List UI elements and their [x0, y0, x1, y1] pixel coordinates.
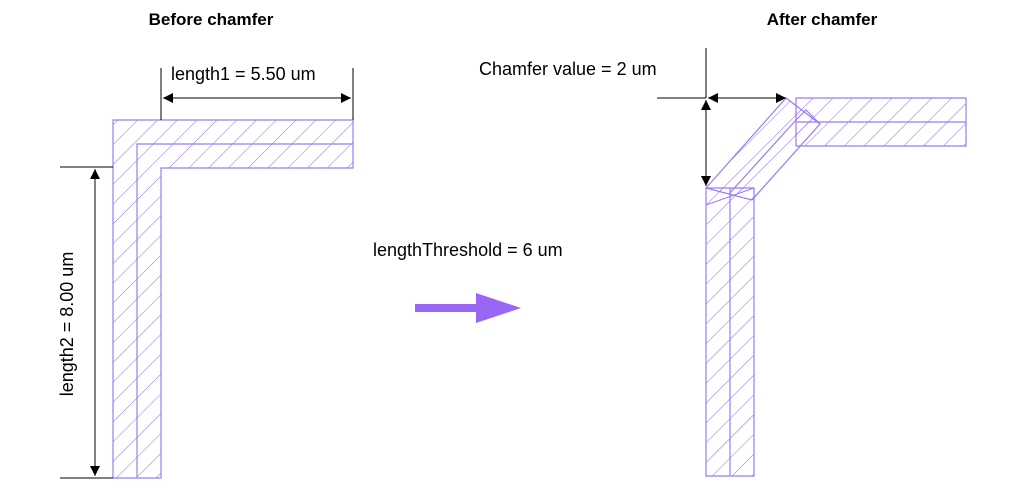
length2-label: length2 = 8.00 um — [57, 252, 77, 397]
threshold-label: lengthThreshold = 6 um — [373, 240, 563, 260]
length1-dimension — [160, 68, 354, 120]
title-before: Before chamfer — [149, 10, 274, 29]
length1-label: length1 = 5.50 um — [171, 64, 316, 84]
length2-dimension — [60, 166, 113, 479]
chamfer-dimension — [657, 48, 786, 186]
chamfer-label: Chamfer value = 2 um — [479, 59, 657, 79]
right-arrow-icon — [415, 293, 521, 323]
title-after: After chamfer — [767, 10, 878, 29]
after-shape — [704, 97, 967, 477]
before-shape — [112, 119, 354, 479]
